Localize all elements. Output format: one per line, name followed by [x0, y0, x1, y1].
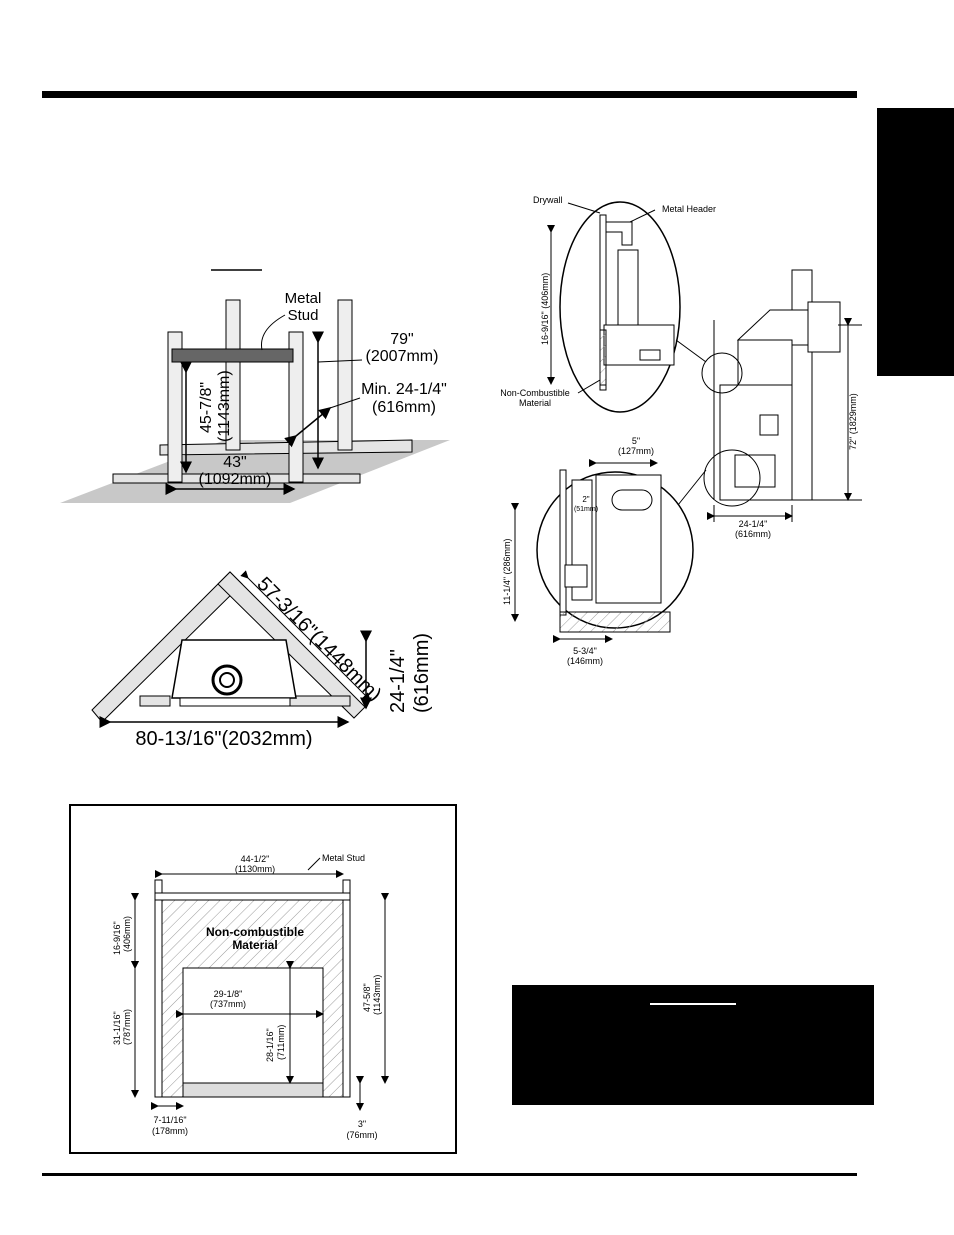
- dim-min-line: [284, 407, 332, 448]
- right-height-mm: (1143mm): [372, 975, 382, 1015]
- zoom-ref-bottom: [703, 449, 761, 507]
- bottom-right-label: 3": [358, 1119, 366, 1129]
- unit-panel: [759, 414, 779, 436]
- top-metal-stud: [154, 892, 351, 901]
- dim-2-label: 2": [582, 495, 589, 504]
- dim-534-mm: (146mm): [567, 656, 603, 666]
- noncomb-label-2: Material: [519, 398, 551, 408]
- dim-24-label: 24-1/4": [739, 519, 768, 529]
- dim-2-mm: (51mm): [574, 506, 598, 513]
- front-metal-stud-label: Metal Stud: [322, 853, 365, 863]
- detail-vents: [639, 349, 661, 361]
- floor-plane: [60, 440, 450, 503]
- front-view-diagram: 44-1/2" (1130mm) Metal Stud Non-combusti…: [69, 804, 457, 1154]
- framing-diagram: Metal Stud 79" (2007mm) Min. 24-1/4" (61…: [60, 269, 450, 503]
- stud-leader: [260, 314, 286, 351]
- side-view-diagram: Drywall Metal Header 16-9/16" (406mm) No…: [500, 195, 862, 666]
- metal-stud-4: [337, 299, 353, 451]
- corner-depth-label: 24-1/4": [387, 649, 409, 713]
- bottom-right-mm: (76mm): [347, 1130, 378, 1140]
- metal-stud-2: [225, 299, 241, 451]
- dim-79-leader: [317, 359, 363, 363]
- drywall-label: Drywall: [533, 195, 563, 205]
- left-bottom-mm: (787mm): [122, 1009, 132, 1045]
- metal-header-label: Metal Header: [662, 204, 716, 214]
- callout-line-top: [675, 339, 707, 363]
- detail-noncomb: [599, 329, 607, 391]
- header-leader: [629, 209, 656, 223]
- unit-controls: [734, 454, 776, 488]
- min-depth-label: Min. 24-1/4": [361, 381, 447, 398]
- height-45-label: 45-7/8": [198, 382, 215, 433]
- detail-header: [605, 221, 633, 246]
- left-bottom-label: 31-1/16": [112, 1011, 122, 1045]
- min-depth-mm: (616mm): [372, 399, 436, 416]
- noncomb-label-1: Non-Combustible: [500, 388, 570, 398]
- right-plate: [289, 695, 351, 707]
- detail2-box: [564, 564, 588, 588]
- opening-base: [182, 1082, 324, 1098]
- bottom-left-label: 7-11/16": [153, 1115, 186, 1125]
- material-label-2: Material: [232, 938, 277, 952]
- detail2-slot: [611, 489, 653, 511]
- bottom-rule: [42, 1173, 857, 1176]
- right-height-label: 47-5/8": [362, 983, 372, 1012]
- corner-depth-mm: (616mm): [411, 633, 433, 713]
- detail2-base: [559, 611, 671, 633]
- metal-stud-label-2: Stud: [288, 307, 319, 324]
- width-43-mm: (1092mm): [199, 471, 272, 488]
- bottom-plate-back: [159, 439, 413, 456]
- opening-width-label: 29-1/8": [214, 989, 243, 999]
- top-width-label: 44-1/2": [241, 854, 270, 864]
- corner-diag-line: [240, 570, 371, 701]
- top-width-mm: (1130mm): [235, 864, 275, 874]
- right-metal-stud: [342, 879, 351, 1098]
- height-45-mm: (1143mm): [216, 370, 233, 442]
- dim-16-label: 16-9/16" (406mm): [540, 273, 550, 345]
- left-plate: [139, 695, 171, 707]
- top-rule: [42, 91, 857, 98]
- section-tab: [877, 108, 954, 376]
- fireplace-opening: [182, 967, 324, 1084]
- width-43-label: 43": [223, 454, 246, 471]
- warning-box: [512, 985, 874, 1105]
- dim-534-label: 5-3/4": [573, 646, 597, 656]
- height-79-mm: (2007mm): [366, 348, 439, 365]
- unit-base: [179, 697, 291, 707]
- opening-width-mm: (737mm): [210, 999, 246, 1009]
- detail-unit: [603, 324, 675, 366]
- corner-diagram: 57-3/16"(1448mm) 24-1/4" (616mm) 80-13/1…: [91, 570, 433, 750]
- left-top-label: 16-9/16": [112, 921, 122, 955]
- material-label-1: Non-combustible: [206, 925, 304, 939]
- opening-height-label: 28-1/16": [265, 1028, 275, 1062]
- opening-height-mm: (711mm): [276, 1025, 286, 1060]
- dim-5-label: 5": [632, 436, 640, 446]
- dim-24-mm: (616mm): [735, 529, 771, 539]
- bottom-left-mm: (178mm): [152, 1126, 188, 1136]
- metal-stud-label-1: Metal: [285, 290, 322, 307]
- metal-header: [171, 348, 294, 363]
- detail2-drywall: [559, 469, 567, 616]
- dim-72-label: 72" (1829mm): [848, 393, 858, 450]
- corner-width-label: 80-13/16"(2032mm): [135, 728, 312, 750]
- height-79-label: 79": [390, 331, 413, 348]
- left-top-mm: (406mm): [122, 916, 132, 952]
- metal-stud-leader: [307, 857, 321, 871]
- left-metal-stud: [154, 879, 163, 1098]
- dim-11-label: 11-1/4" (286mm): [502, 538, 512, 605]
- detail-stud: [617, 249, 639, 326]
- dim-min-leader: [329, 397, 361, 409]
- zoom-ref-top: [701, 352, 743, 394]
- vent-inner: [219, 672, 235, 688]
- noncomb-leader: [577, 379, 601, 394]
- dim-5-mm: (127mm): [618, 446, 654, 456]
- callout-line-bottom: [677, 469, 707, 506]
- vent-pipe: [807, 301, 841, 353]
- warning-underline: [650, 1003, 736, 1005]
- drywall-leader: [567, 202, 601, 214]
- vent-collar: [737, 339, 793, 386]
